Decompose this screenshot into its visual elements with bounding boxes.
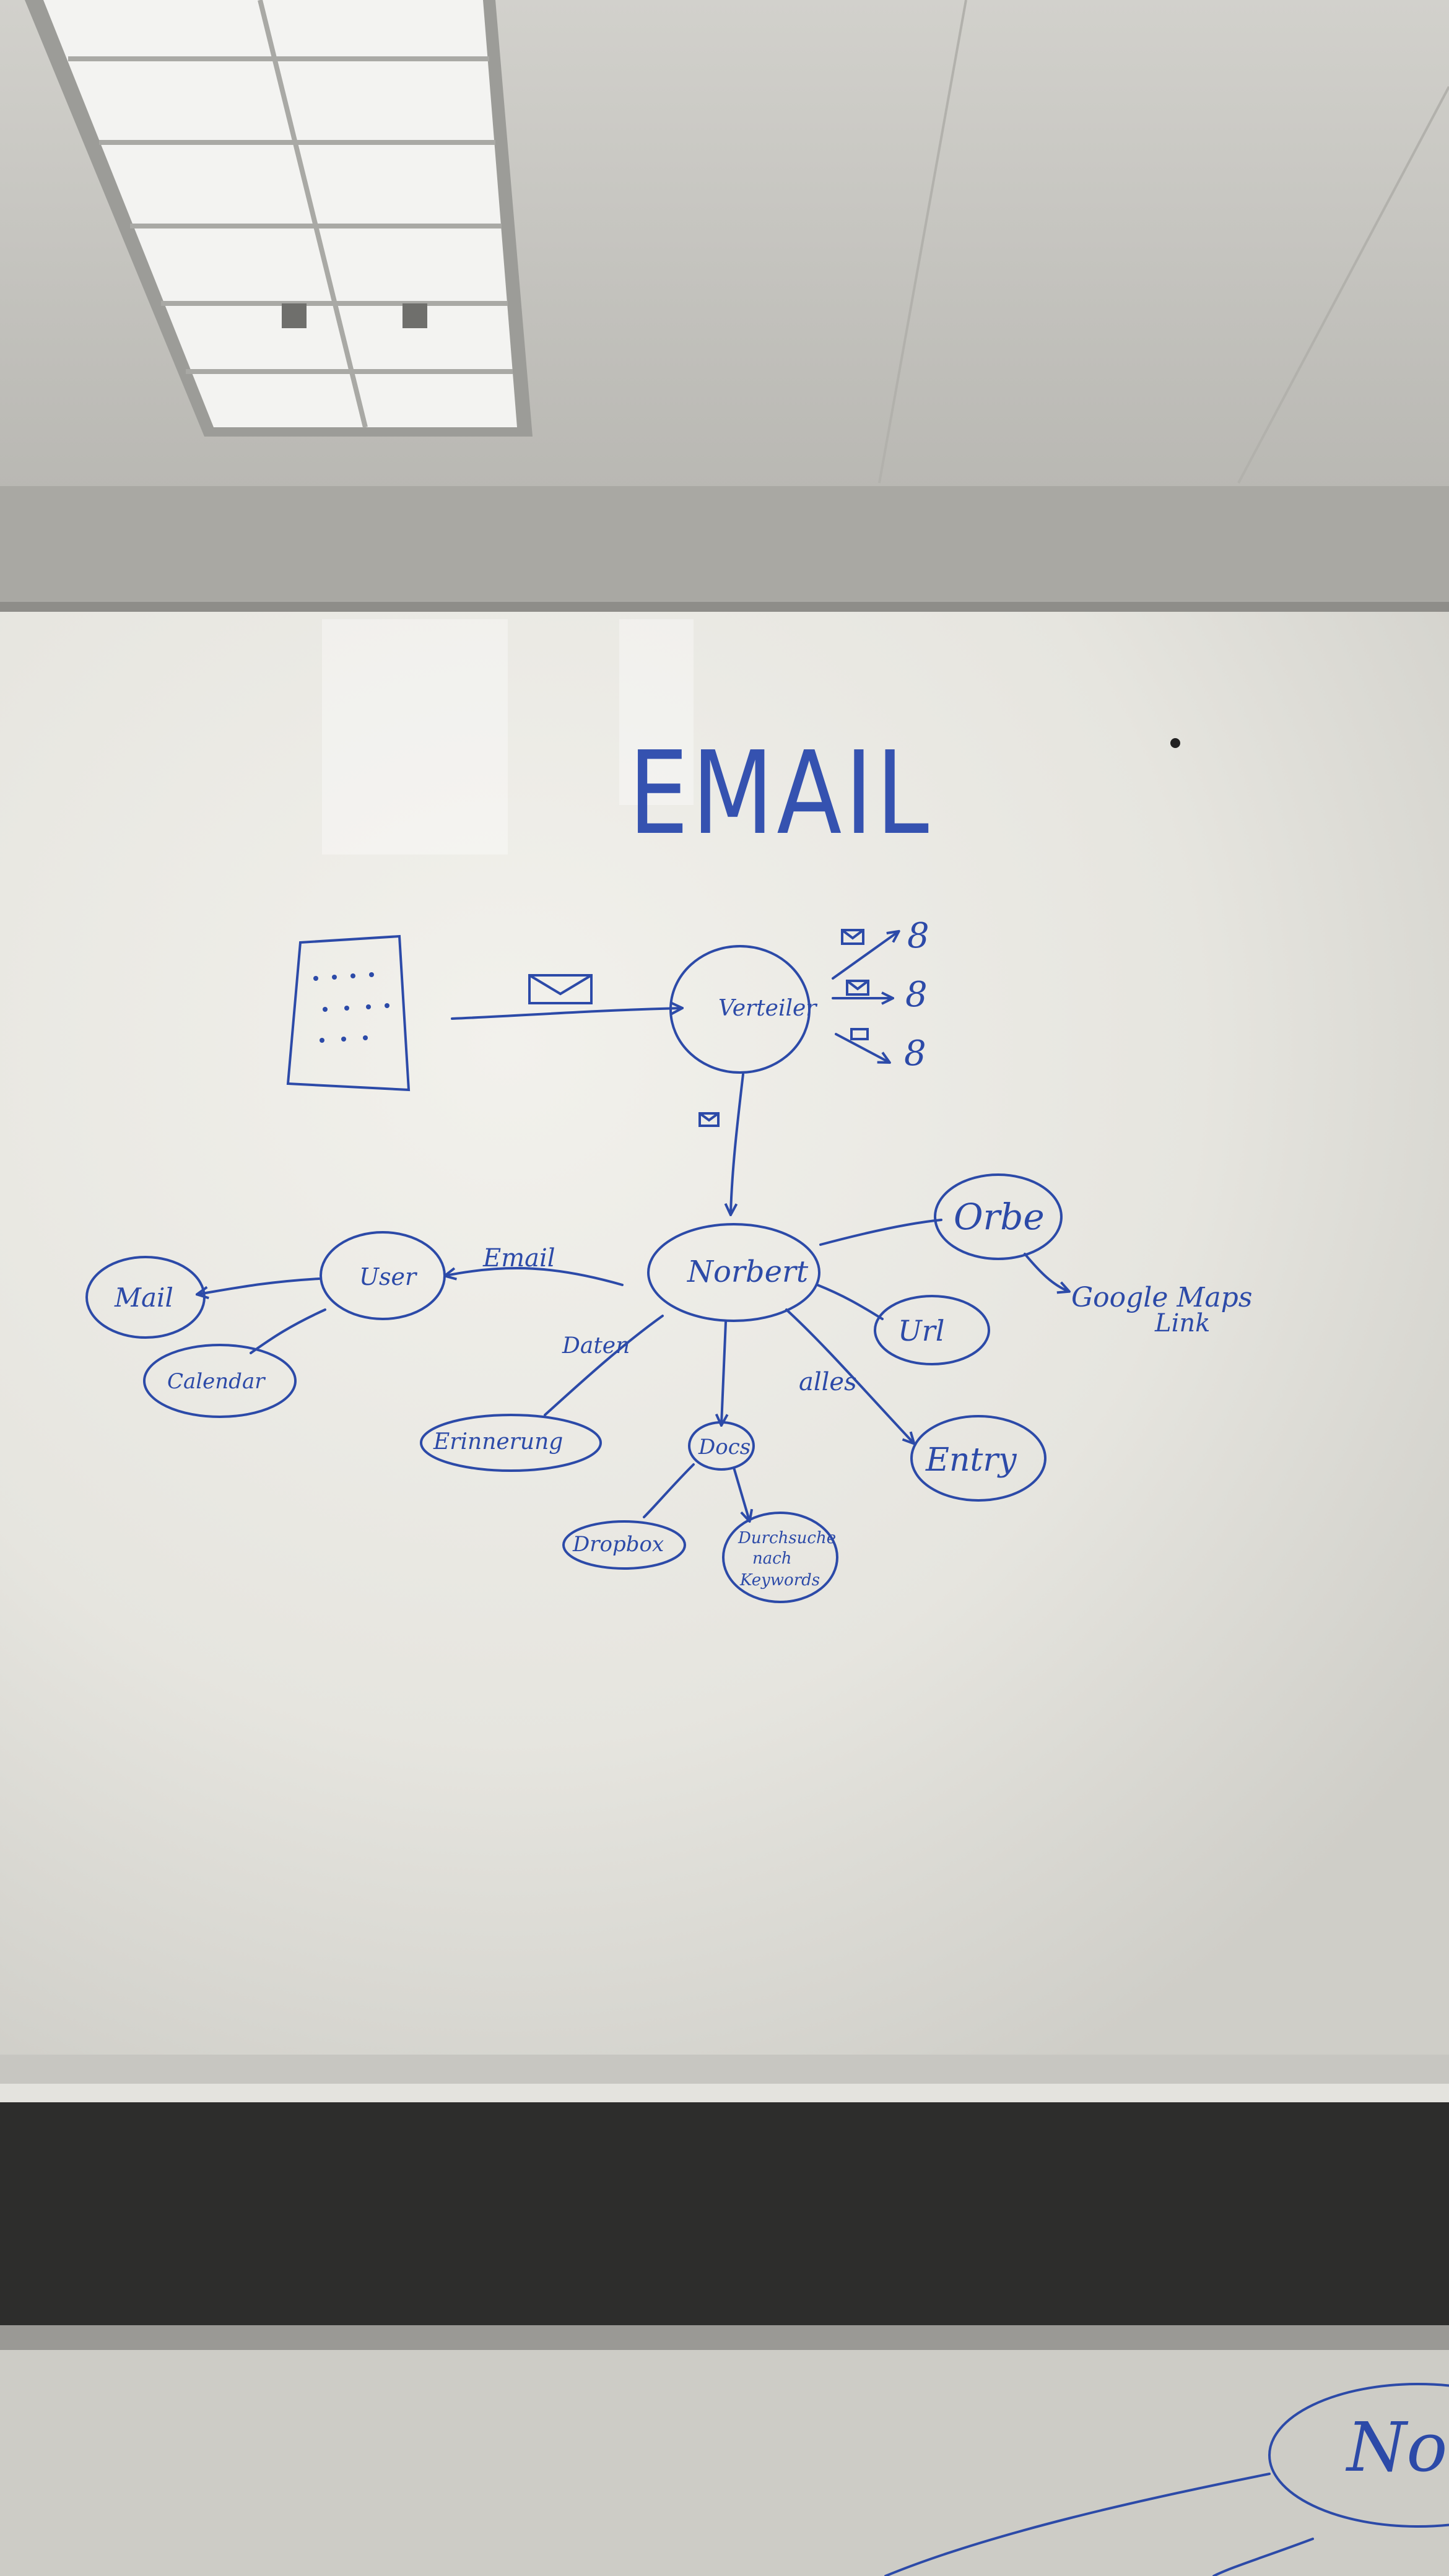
edge-norbert-orbe (819, 1219, 942, 1246)
envelope-icon (528, 974, 593, 1004)
label-daten: Daten (562, 1333, 630, 1359)
label-search-2: nach (752, 1549, 792, 1568)
node-search-outline (722, 1512, 838, 1603)
node-user-outline (320, 1231, 446, 1320)
edge-docs-dropbox (643, 1463, 695, 1518)
arrow-verteiler-norbert (731, 1073, 744, 1214)
ceiling-light (25, 0, 533, 437)
label-url: Url (898, 1314, 944, 1347)
edge-norbert-entry (785, 1308, 913, 1443)
label-docs: Docs (698, 1435, 751, 1460)
edge-user-mail (198, 1277, 320, 1294)
node-entry-outline (910, 1415, 1046, 1502)
sender-document-icon (286, 934, 411, 1092)
label-entry: Entry (925, 1442, 1017, 1479)
node-url-outline (874, 1295, 990, 1365)
lower-whiteboard (0, 2350, 1449, 2576)
label-erinnerung: Erinnerung (433, 1429, 563, 1455)
reflection-glare (322, 619, 694, 855)
tray-lip (0, 2084, 1449, 2102)
board-title: EMAIL (629, 726, 932, 860)
node-calendar-outline (143, 1344, 297, 1418)
node-dropbox-outline (562, 1520, 686, 1570)
wall-band (0, 486, 1449, 610)
edge-user-calendar (250, 1308, 326, 1354)
label-verteiler: Verteiler (718, 996, 817, 1021)
arrow-recipient-3 (835, 1033, 889, 1062)
shadow-gap (0, 2102, 1449, 2325)
edge-docs-search (733, 1466, 749, 1520)
arrow-recipient-1 (832, 932, 898, 980)
ceiling-tile-seam-2 (1237, 86, 1449, 484)
label-partial-node: Nor (1345, 2408, 1449, 2487)
ceiling-tile-seam (878, 0, 967, 484)
node-partial-outline (1268, 2383, 1449, 2528)
edge-norbert-erinnerung (544, 1315, 664, 1416)
node-erinnerung-outline (420, 1414, 602, 1472)
edge-orbe-maps (1024, 1253, 1068, 1291)
label-user: User (359, 1263, 418, 1290)
node-norbert-outline (647, 1223, 820, 1322)
label-recipient-3: 8 (904, 1033, 926, 1074)
board-dot (1170, 738, 1180, 748)
label-search-3: Keywords (739, 1571, 820, 1590)
board-top-frame (0, 602, 1449, 613)
node-verteiler-outline (669, 945, 811, 1074)
edge-norbert-url (816, 1284, 884, 1320)
label-google-maps: Google Maps (1071, 1282, 1252, 1313)
lower-frame (0, 2325, 1449, 2350)
marker-tray (0, 2055, 1449, 2086)
node-docs-outline (688, 1421, 755, 1471)
label-recipient-1: 8 (907, 916, 929, 956)
label-google-maps-link: Link (1154, 1309, 1210, 1338)
node-mail-outline (85, 1256, 206, 1339)
label-mail: Mail (114, 1282, 173, 1313)
label-dropbox: Dropbox (572, 1532, 664, 1557)
label-email-edge: Email (482, 1244, 555, 1273)
arrow-to-verteiler (451, 1008, 681, 1020)
label-calendar: Calendar (167, 1369, 266, 1394)
label-orbe: Orbe (954, 1196, 1045, 1238)
edge-norbert-user (446, 1267, 624, 1286)
label-recipient-2: 8 (905, 975, 928, 1015)
label-alles: alles (799, 1368, 857, 1396)
small-envelope-icon (698, 929, 869, 1127)
edge-norbert-docs (721, 1321, 726, 1424)
node-orbe-outline (934, 1173, 1063, 1260)
edge-partial-1 (884, 2473, 1271, 2576)
edge-partial-2 (1212, 2538, 1314, 2576)
label-norbert: Norbert (687, 1255, 809, 1289)
label-search-1: Durchsuche (738, 1529, 836, 1547)
